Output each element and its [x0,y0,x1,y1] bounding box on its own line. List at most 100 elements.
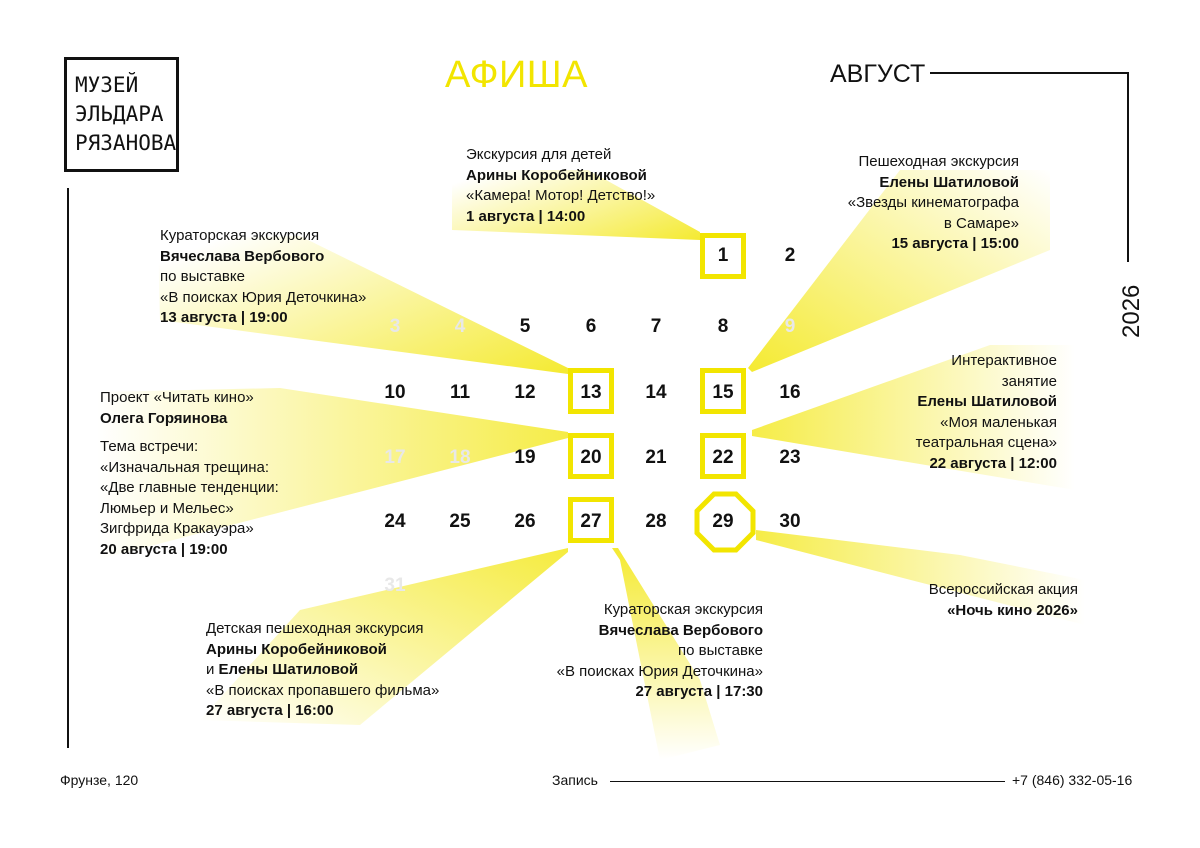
ray-day-13 [158,236,568,374]
calendar-day-22: 22 [712,447,734,468]
month-rule-horizontal [930,72,1128,74]
calendar-day-18: 18 [449,447,471,468]
event-7-host-1: Арины Коробейниковой [206,640,387,658]
ray-day-22 [752,345,1075,490]
calendar-day-26: 26 [514,511,536,532]
event-1-date: 1 августа | 14:00 [466,207,586,225]
event-3: Кураторская экскурсия Вячеслава Вербовог… [160,226,366,329]
footer-address: Фрунзе, 120 [60,772,139,788]
calendar-day-1: 1 [717,245,729,266]
calendar-day-2: 2 [784,245,796,266]
calendar-day-16: 16 [779,382,801,403]
event-5: Интерактивное занятие Елены Шатиловой «М… [916,351,1057,474]
event-2-date: 15 августа | 15:00 [891,235,1019,252]
event-5-type-1: Интерактивное [951,352,1057,369]
logo-line-1: МУЗЕЙ [75,73,139,97]
event-8-title: «В поисках Юрия Деточкина» [556,662,763,680]
ray-day-1 [452,170,700,240]
event-2-title-1: «Звезды кинематографа [847,194,1019,211]
calendar-day-12: 12 [514,382,536,403]
event-5-date: 22 августа | 12:00 [929,454,1057,472]
footer-phone: +7 (846) 332-05-16 [1012,772,1133,788]
calendar-day-25: 25 [449,511,471,532]
event-4-title-2: «Две главные тенденции: [100,479,279,496]
calendar-day-31: 31 [384,575,406,596]
event-8-type: Кураторская экскурсия [603,601,763,618]
event-3-subtitle: по выставке [160,268,245,285]
highlight-day-1 [700,233,746,279]
calendar-day-29: 29 [712,511,734,532]
page-title: АФИША [445,54,588,96]
event-3-title: «В поисках Юрия Деточкина» [160,288,367,306]
left-vertical-rule [67,188,69,748]
event-6-title: «Ночь кино 2026» [947,601,1078,619]
footer-signup-label: Запись [552,772,598,788]
event-1: Экскурсия для детей Арины Коробейниковой… [466,145,655,227]
calendar-day-3: 3 [389,316,401,337]
calendar-day-19: 19 [514,447,536,468]
event-1-type: Экскурсия для детей [466,146,612,163]
event-7-host-2: и Елены Шатиловой [206,661,359,678]
event-8: Кураторская экскурсия Вячеслава Вербовог… [557,600,763,703]
event-4-date: 20 августа | 19:00 [100,540,228,558]
month-label: АВГУСТ [830,60,926,88]
calendar-day-6: 6 [585,316,597,337]
calendar-day-14: 14 [645,382,667,403]
event-1-title: «Камера! Мотор! Детство!» [466,187,656,204]
calendar-day-7: 7 [650,316,662,337]
footer-rule [610,781,1005,782]
ray-day-29 [756,530,1085,625]
event-3-type: Кураторская экскурсия [160,227,320,244]
event-6-type: Всероссийская акция [928,581,1078,598]
event-8-subtitle: по выставке [678,642,763,659]
calendar-day-5: 5 [519,316,531,337]
event-4-type: Проект «Читать кино» [100,389,254,406]
highlight-day-22 [700,433,746,479]
logo-line-3: РЯЗАНОВА [75,131,177,155]
event-4-topic: Тема встречи: [100,438,199,455]
event-5-title-2: театральная сцена» [915,434,1057,451]
event-2-host: Елены Шатиловой [879,173,1019,191]
logo-line-2: ЭЛЬДАРА [75,102,164,126]
highlight-day-27 [568,497,614,543]
calendar-day-15: 15 [712,382,734,403]
event-2-type: Пешеходная экскурсия [858,153,1019,170]
event-4-title-1: «Изначальная трещина: [100,458,270,476]
event-4-title-3: Люмьер и Мельес» [100,499,234,517]
event-5-host: Елены Шатиловой [917,393,1057,410]
event-4: Проект «Читать кино» Олега Горяинова Тем… [100,388,279,560]
event-2: Пешеходная экскурсия Елены Шатиловой «Зв… [848,152,1019,255]
calendar-day-9: 9 [784,316,796,337]
event-7-date: 27 августа | 16:00 [206,702,334,719]
calendar-day-4: 4 [454,316,466,337]
event-5-title-1: «Моя маленькая [940,413,1057,431]
calendar-day-23: 23 [779,447,801,468]
calendar-day-20: 20 [580,447,602,468]
calendar-day-13: 13 [580,382,602,403]
ray-day-27-left [200,548,568,725]
month-rule-vertical [1127,72,1129,262]
event-4-title-4: Зигфрида Кракауэра» [100,520,254,537]
year-label: 2026 [1118,284,1145,338]
event-5-type-2: занятие [1001,372,1057,390]
ray-day-27-down [612,548,720,760]
calendar-day-11: 11 [449,382,471,403]
highlight-day-13 [568,368,614,414]
event-7-type: Детская пешеходная экскурсия [206,620,424,637]
event-1-host: Арины Коробейниковой [466,166,647,184]
event-6: Всероссийская акция «Ночь кино 2026» [929,580,1078,621]
calendar-day-27: 27 [580,511,602,532]
highlight-day-29-octagon [694,491,756,553]
calendar-day-24: 24 [384,511,406,532]
event-3-date: 13 августа | 19:00 [160,309,288,326]
event-8-host: Вячеслава Вербового [598,621,763,639]
calendar-day-8: 8 [717,316,729,337]
event-8-date: 27 августа | 17:30 [635,683,763,700]
museum-logo: МУЗЕЙ ЭЛЬДАРА РЯЗАНОВА [64,57,179,172]
highlight-day-20 [568,433,614,479]
calendar-day-21: 21 [645,447,667,468]
event-7-title: «В поисках пропавшего фильма» [206,681,440,699]
event-3-host: Вячеслава Вербового [160,247,325,265]
event-4-host: Олега Горяинова [100,409,228,427]
